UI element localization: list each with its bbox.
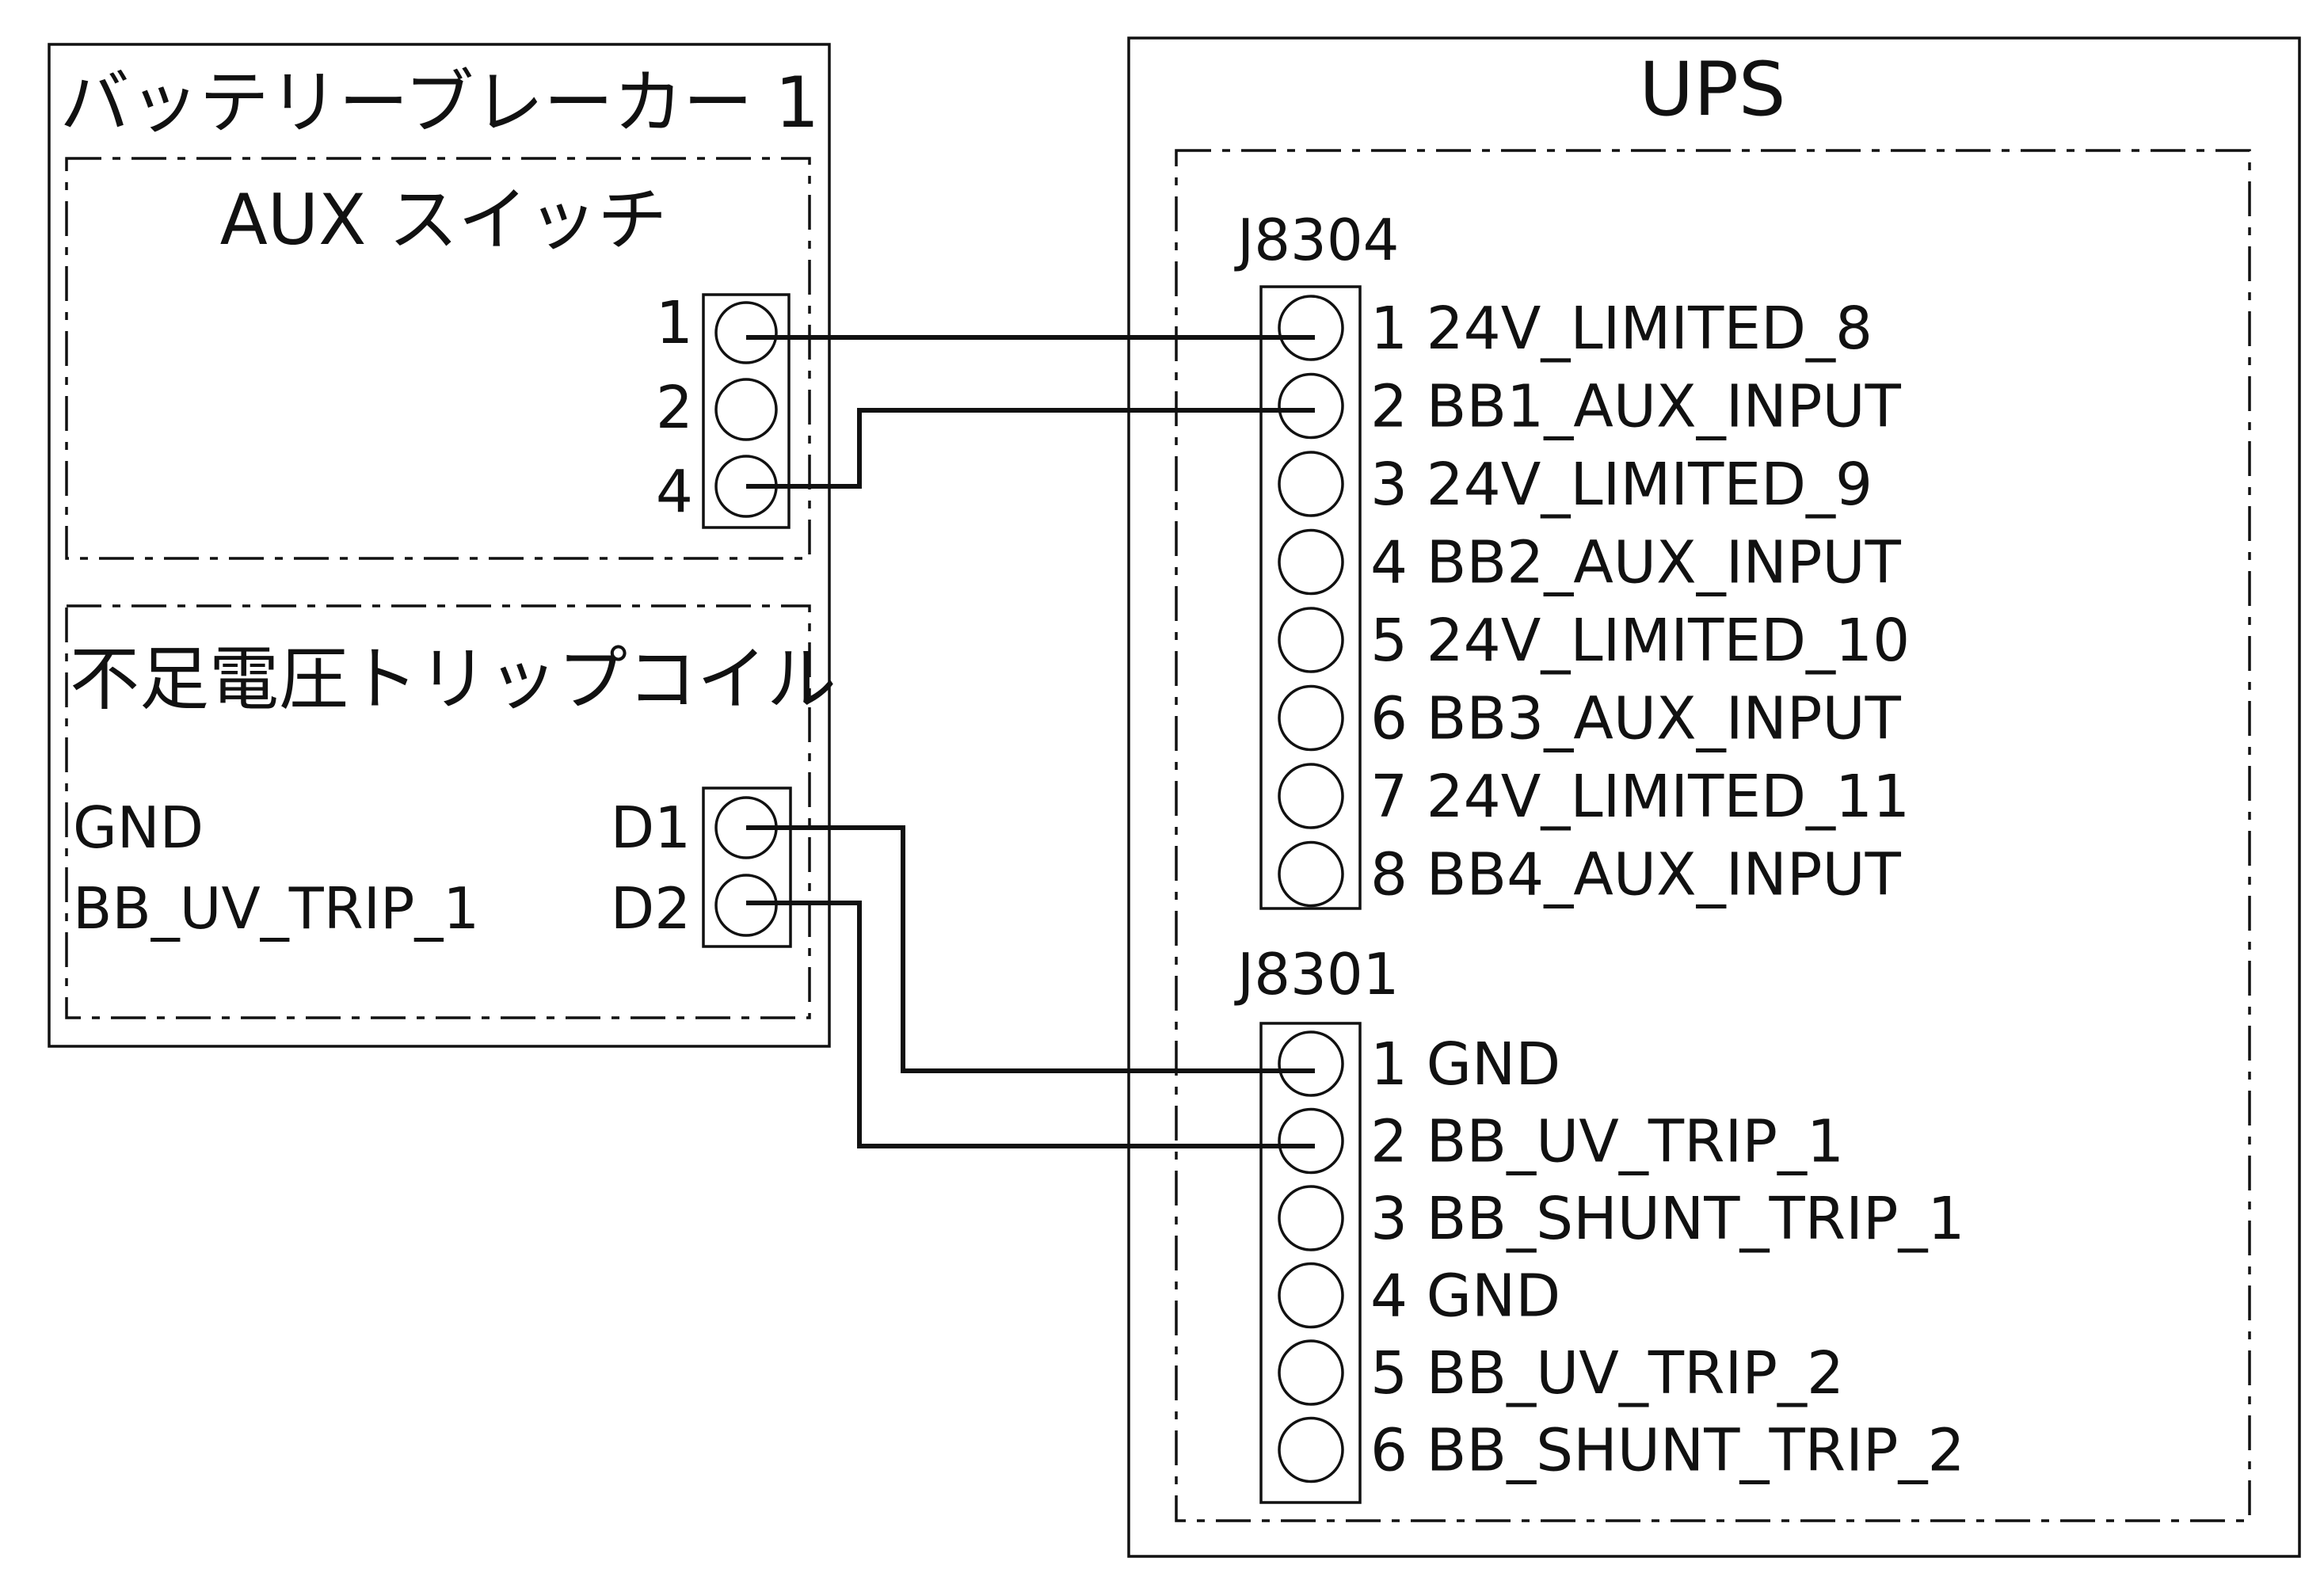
j8301-pin-label: 4 GND [1370, 1263, 1560, 1331]
j8301-pin-4 [1278, 1262, 1344, 1329]
uv-trip-coil-connector [702, 786, 792, 948]
j8301-pin-1 [1278, 1030, 1344, 1097]
battery-breaker-frame [48, 43, 831, 1048]
j8301-pin-3 [1278, 1185, 1344, 1251]
j8301-pin-5 [1278, 1339, 1344, 1406]
j8304-pin-label: 8 BB4_AUX_INPUT [1370, 841, 1902, 909]
uv-signal-label: BB_UV_TRIP_1 [73, 875, 479, 942]
ups: UPS J8304 1 24V_LIMITED_8 2 BB1_AUX_INPUT… [1127, 36, 2301, 1558]
uv-trip-coil-title: 不足電圧トリップコイル [70, 638, 836, 720]
j8301-pin-6 [1278, 1416, 1344, 1483]
connector-j8304: J8304 1 24V_LIMITED_8 2 BB1_AUX_INPUT 3 24… [1234, 207, 1910, 910]
uv-trip-coil-frame [65, 604, 811, 1019]
j8304-pin-label: 6 BB3_AUX_INPUT [1370, 685, 1902, 753]
aux-switch-title: AUX スイッチ [220, 179, 668, 261]
j8304-pin-4 [1278, 528, 1344, 596]
wire-aux4-to-j8304-pin2 [746, 408, 1315, 489]
aux-pin-2 [714, 378, 778, 441]
j8304-pin-7 [1278, 763, 1344, 829]
wire-d1-to-j8301-pin1 [746, 825, 1315, 1073]
aux-pin-label: 4 [656, 458, 693, 526]
ups-title: UPS [1639, 47, 1785, 133]
j8301-pin-label: 3 BB_SHUNT_TRIP_1 [1370, 1185, 1965, 1253]
battery-breaker: バッテリーブレーカー 1 AUX スイッチ 1 2 4 不足電圧トリップコイル … [48, 43, 836, 1048]
j8304-pin-label: 2 BB1_AUX_INPUT [1370, 373, 1902, 441]
connector-j8304-body [1259, 285, 1362, 910]
aux-switch-frame [65, 157, 811, 560]
j8304-pin-3 [1278, 451, 1344, 517]
connector-j8301-name: J8301 [1234, 941, 1399, 1007]
j8304-pin-label: 5 24V_LIMITED_10 [1370, 607, 1910, 675]
connector-j8304-pins: 1 24V_LIMITED_8 2 BB1_AUX_INPUT 3 24V_LIMI… [1278, 295, 1910, 909]
j8304-pin-label: 3 24V_LIMITED_9 [1370, 451, 1873, 519]
wire-d2-to-j8301-pin2 [746, 901, 1315, 1148]
j8301-pin-2 [1278, 1107, 1344, 1175]
j8304-pin-label: 7 24V_LIMITED_11 [1370, 763, 1910, 831]
j8301-pin-label: 5 BB_UV_TRIP_2 [1370, 1339, 1844, 1407]
aux-pin-label: 2 [656, 374, 693, 442]
uv-signal-label: GND [73, 794, 204, 861]
ups-frame [1127, 36, 2301, 1558]
connector-j8304-name: J8304 [1234, 207, 1399, 273]
aux-pin-1 [714, 301, 778, 364]
j8301-pin-label: 6 BB_SHUNT_TRIP_2 [1370, 1417, 1965, 1485]
j8304-pin-6 [1278, 684, 1344, 752]
connector-j8301-body [1259, 1022, 1362, 1504]
wires [746, 335, 1315, 1148]
j8304-pin-1 [1278, 295, 1344, 361]
j8304-pin-8 [1278, 840, 1344, 908]
aux-pin-label: 1 [656, 289, 693, 357]
j8304-pin-5 [1278, 607, 1344, 673]
aux-switch-connector [702, 293, 791, 529]
connector-j8301: J8301 1 GND 2 BB_UV_TRIP_1 3 BB_SHUNT_TRIP… [1234, 941, 1965, 1504]
j8301-pin-label: 2 BB_UV_TRIP_1 [1370, 1108, 1844, 1176]
ups-inner-frame [1175, 149, 2251, 1522]
uv-trip-coil-section: 不足電圧トリップコイル GND BB_UV_TRIP_1 D1 D2 [65, 604, 836, 1019]
uv-pin-label: D2 [611, 875, 691, 942]
j8301-pin-label: 1 GND [1370, 1030, 1560, 1099]
battery-breaker-title: バッテリーブレーカー 1 [60, 62, 820, 143]
aux-switch-section: AUX スイッチ 1 2 4 [65, 157, 811, 560]
j8304-pin-label: 4 BB2_AUX_INPUT [1370, 529, 1902, 597]
j8304-pin-label: 1 24V_LIMITED_8 [1370, 295, 1873, 363]
uv-pin-label: D1 [611, 794, 691, 861]
connector-j8301-pins: 1 GND 2 BB_UV_TRIP_1 3 BB_SHUNT_TRIP_1 4 GN… [1278, 1030, 1965, 1485]
j8304-pin-2 [1278, 372, 1344, 440]
